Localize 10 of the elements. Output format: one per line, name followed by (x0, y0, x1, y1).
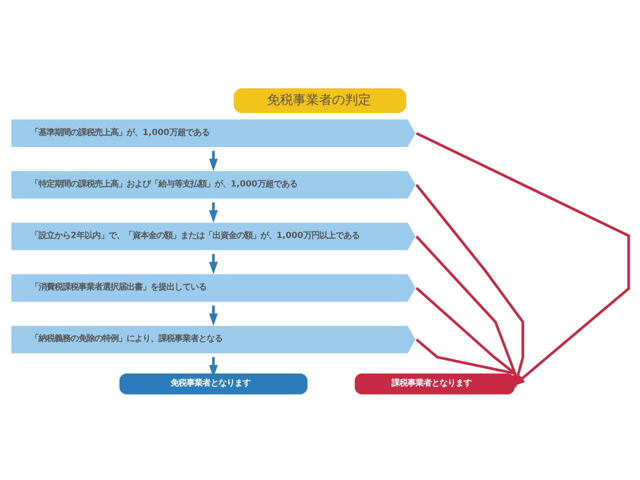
node-box: 課税事業者となります (354, 374, 515, 394)
arrow (209, 202, 218, 223)
arrow (209, 150, 218, 172)
arrow (416, 236, 520, 388)
arrow (209, 254, 218, 274)
arrow (209, 306, 218, 326)
arrow (416, 338, 520, 388)
node-box: 免税事業者となります (119, 374, 308, 394)
diagram-title: 免税事業者の判定 (266, 92, 371, 108)
arrow (416, 287, 520, 388)
